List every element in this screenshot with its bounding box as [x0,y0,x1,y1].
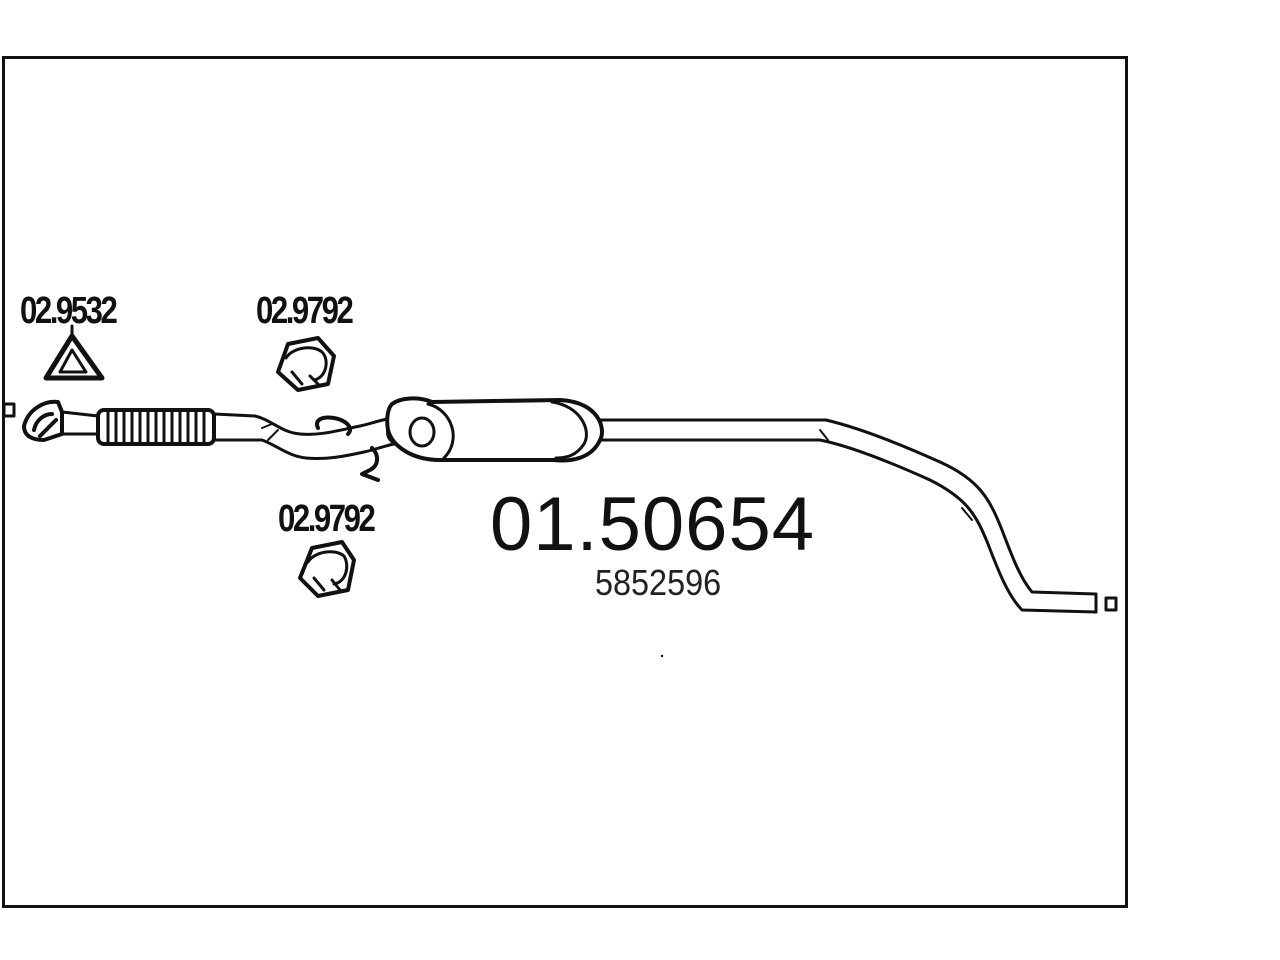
hex-nut-icon [276,336,336,392]
stray-dot [660,654,664,658]
right-end-marker [1104,596,1118,612]
left-end-marker [2,402,16,418]
rear-pipe [598,418,1098,614]
hex-nut-icon [298,540,356,598]
middle-muffler [385,396,604,463]
flex-pipe [96,408,216,446]
part-label-nut-bottom: 02.9792 [278,498,376,540]
part-label-gasket: 02.9532 [20,290,118,332]
part-label-nut-top: 02.9792 [256,290,354,332]
diagram-frame [2,56,1128,908]
triangle-gasket-icon [43,324,105,381]
main-part-number: 01.50654 [490,482,815,567]
front-flange [22,399,100,442]
oe-number: 5852596 [595,562,722,603]
